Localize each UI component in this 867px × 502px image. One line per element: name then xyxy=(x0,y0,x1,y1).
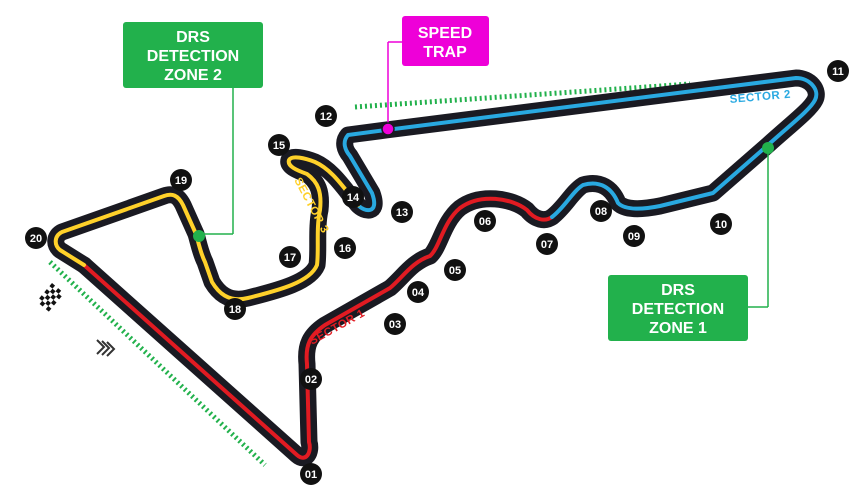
corner-badge-13: 13 xyxy=(391,201,413,223)
corner-badge-03: 03 xyxy=(384,313,406,335)
svg-text:02: 02 xyxy=(305,374,317,386)
corner-badge-20: 20 xyxy=(25,227,47,249)
drs-activation-strip-back xyxy=(354,81,691,110)
svg-text:09: 09 xyxy=(628,231,640,243)
corner-badge-14: 14 xyxy=(342,186,364,208)
track-outline xyxy=(47,69,825,467)
corner-badge-15: 15 xyxy=(268,134,290,156)
svg-text:13: 13 xyxy=(396,207,408,219)
sector-2-label: SECTOR 2 xyxy=(729,89,791,106)
corner-badge-10: 10 xyxy=(710,213,732,235)
svg-text:17: 17 xyxy=(284,252,296,264)
corner-badge-02: 02 xyxy=(300,368,322,390)
sector-3-line xyxy=(53,155,360,302)
svg-text:04: 04 xyxy=(412,287,425,299)
corner-badge-07: 07 xyxy=(536,233,558,255)
svg-text:10: 10 xyxy=(715,219,727,231)
drs-zone-2-line-2: DETECTION xyxy=(147,48,239,65)
corner-badge-01: 01 xyxy=(300,463,322,485)
corner-badge-16: 16 xyxy=(334,237,356,259)
corner-badge-18: 18 xyxy=(224,298,246,320)
direction-chevrons-icon xyxy=(96,339,116,357)
drs-activation-strip-main xyxy=(48,260,267,467)
corner-badges: 01 02 03 04 05 06 07 08 09 10 11 12 13 1… xyxy=(25,60,849,485)
drs-zone-1-line-2: DETECTION xyxy=(632,301,724,318)
corner-badge-04: 04 xyxy=(407,281,429,303)
svg-text:08: 08 xyxy=(595,206,607,218)
drs-detection-point-1 xyxy=(762,142,774,154)
svg-text:19: 19 xyxy=(175,175,187,187)
svg-text:01: 01 xyxy=(305,469,317,481)
drs-detection-point-2 xyxy=(193,230,205,242)
speed-trap-point xyxy=(381,122,395,136)
corner-badge-11: 11 xyxy=(827,60,849,82)
svg-text:07: 07 xyxy=(541,239,553,251)
svg-text:12: 12 xyxy=(320,111,332,123)
checkered-flag-icon xyxy=(39,283,62,312)
svg-text:05: 05 xyxy=(449,265,461,277)
drs-zone-1-callout: DRS DETECTION ZONE 1 xyxy=(608,275,748,341)
speed-trap-line-1: SPEED xyxy=(418,25,472,42)
speed-trap-callout: SPEED TRAP xyxy=(402,16,489,66)
corner-badge-12: 12 xyxy=(315,105,337,127)
svg-text:14: 14 xyxy=(347,192,360,204)
sector-1-line xyxy=(82,196,554,460)
svg-text:20: 20 xyxy=(30,233,42,245)
corner-badge-06: 06 xyxy=(474,210,496,232)
corner-badge-19: 19 xyxy=(170,169,192,191)
corner-badge-05: 05 xyxy=(444,259,466,281)
drs-zone-1-line-3: ZONE 1 xyxy=(649,320,707,337)
drs-zone-2-line-1: DRS xyxy=(176,29,210,46)
drs-zone-2-callout: DRS DETECTION ZONE 2 xyxy=(123,22,263,88)
speed-trap-line-2: TRAP xyxy=(423,44,467,61)
svg-text:11: 11 xyxy=(832,66,844,78)
svg-text:18: 18 xyxy=(229,304,241,316)
drs-zone-1-line-1: DRS xyxy=(661,282,695,299)
drs-zone-2-line-3: ZONE 2 xyxy=(164,67,222,84)
svg-text:06: 06 xyxy=(479,216,491,228)
sector-2-line xyxy=(342,76,819,219)
svg-text:15: 15 xyxy=(273,140,285,152)
svg-text:03: 03 xyxy=(389,319,401,331)
corner-badge-09: 09 xyxy=(623,225,645,247)
corner-badge-17: 17 xyxy=(279,246,301,268)
svg-text:16: 16 xyxy=(339,243,351,255)
corner-badge-08: 08 xyxy=(590,200,612,222)
